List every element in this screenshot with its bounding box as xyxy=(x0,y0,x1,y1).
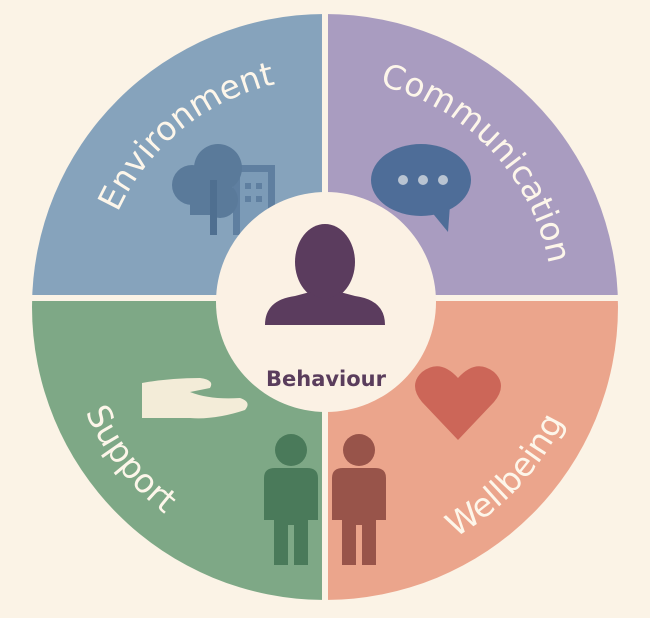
person-icon xyxy=(265,224,385,325)
heart-icon xyxy=(415,366,501,440)
tree-building-icon xyxy=(172,144,275,235)
person-green-icon xyxy=(264,434,318,565)
helping-hand-icon xyxy=(142,378,248,419)
center-label: Behaviour xyxy=(266,367,387,391)
person-red-icon xyxy=(332,434,386,565)
speech-bubble-icon xyxy=(371,144,471,232)
